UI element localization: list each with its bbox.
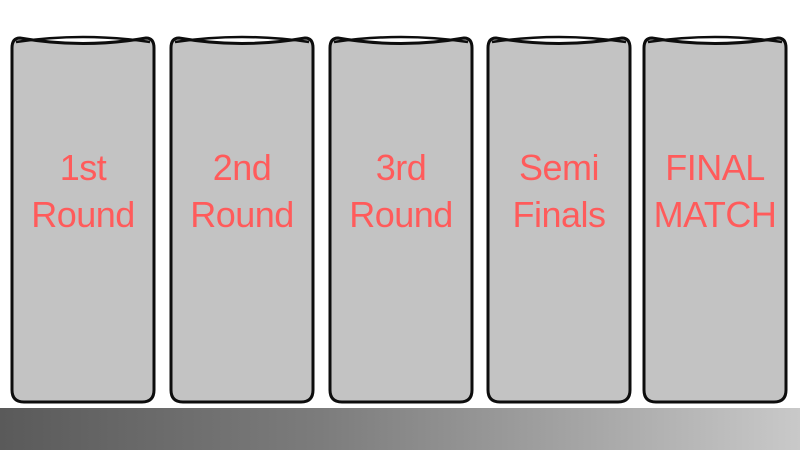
stage-label: FINAL MATCH bbox=[642, 144, 788, 238]
stage-label-line2: Round bbox=[349, 194, 453, 235]
pillar-shape bbox=[642, 35, 788, 404]
stage-label-line1: Semi bbox=[518, 147, 600, 188]
stage-pillar-3rd-round: 3rd Round bbox=[328, 34, 474, 406]
stage-label-line1: 2nd bbox=[212, 147, 272, 188]
stage-pillar-2nd-round: 2nd Round bbox=[169, 34, 315, 406]
pillar-shape bbox=[10, 35, 156, 404]
stage-label-line2: Finals bbox=[512, 194, 606, 235]
pillar-shape bbox=[486, 35, 632, 404]
stage-pillar-semi-finals: Semi Finals bbox=[486, 34, 632, 406]
stage-label-line1: 3rd bbox=[375, 147, 427, 188]
stage-label: 3rd Round bbox=[328, 144, 474, 238]
stage-label: 2nd Round bbox=[169, 144, 315, 238]
pillar-shape bbox=[328, 35, 474, 404]
stage-label-line1: FINAL bbox=[665, 147, 765, 188]
stage-pillar-1st-round: 1st Round bbox=[10, 34, 156, 406]
floor-gradient-bar bbox=[0, 408, 800, 450]
stage-label-line2: MATCH bbox=[653, 194, 777, 235]
stage-pillar-final-match: FINAL MATCH bbox=[642, 34, 788, 406]
pillar-shape bbox=[169, 35, 315, 404]
stage-label-line2: Round bbox=[31, 194, 135, 235]
stage-label-line2: Round bbox=[190, 194, 294, 235]
stage-label-line1: 1st bbox=[59, 147, 107, 188]
stage-label: Semi Finals bbox=[486, 144, 632, 238]
stage-label: 1st Round bbox=[10, 144, 156, 238]
